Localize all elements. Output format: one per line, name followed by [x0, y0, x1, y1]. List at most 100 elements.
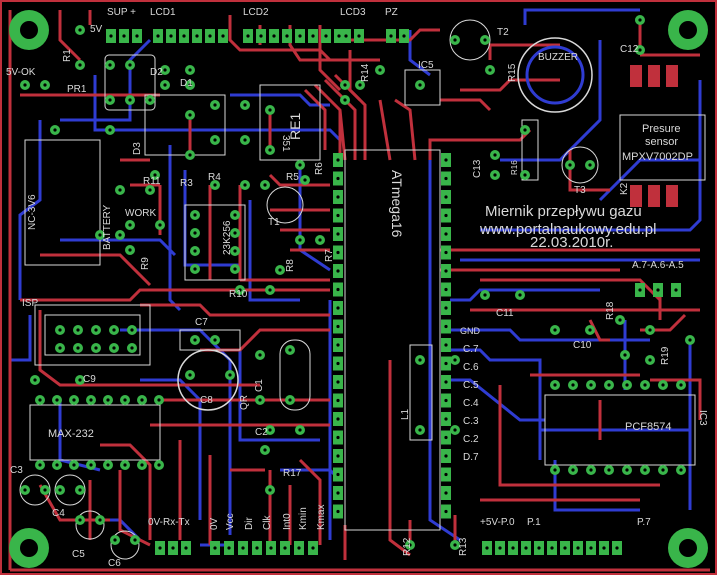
atmega-pin-pad-drill	[444, 232, 448, 236]
lcd2-connector-pad-drill	[259, 34, 263, 38]
component-pad-drill	[588, 328, 592, 332]
component-pad-drill	[343, 83, 347, 87]
port-connector-pad-drill	[511, 546, 515, 550]
component-pad-drill	[518, 293, 522, 297]
sram-pin-pad-drill	[193, 213, 197, 217]
atmega-pin-pad-drill	[336, 435, 340, 440]
pcf-pin-pad-drill	[553, 383, 557, 387]
atmega-pin-pad-drill	[336, 250, 340, 255]
label-r10: R10	[229, 289, 248, 300]
component-pad-drill	[58, 488, 62, 492]
atmega-pin-pad-drill	[336, 509, 340, 514]
component-pad-drill	[268, 148, 272, 152]
isp-pad-drill	[76, 346, 80, 350]
pads	[20, 15, 695, 555]
c8-body	[177, 349, 239, 411]
label-a-pins: A.7-A.6-A.5	[632, 260, 684, 271]
atmega-pin-pad-drill	[336, 232, 340, 236]
sram-pin-pad-drill	[193, 249, 197, 253]
label-l1: L1	[400, 408, 411, 420]
label-c13: C13	[472, 159, 483, 178]
label-kmin: Kmin	[298, 507, 309, 530]
lcd2-connector-pad-drill	[285, 34, 289, 38]
atmega-pin-pad-drill	[336, 306, 340, 310]
atmega-pin-pad-drill	[444, 324, 448, 329]
component-pad-drill	[188, 113, 192, 117]
component-pad-drill	[188, 373, 192, 377]
label-max232: MAX-232	[48, 428, 94, 440]
isp-pad-drill	[112, 346, 116, 350]
component-pad-drill	[128, 98, 132, 102]
component-pad-drill	[568, 163, 572, 167]
atmega-pin-pad-drill	[444, 306, 448, 310]
component-pad-drill	[78, 518, 82, 522]
component-pad-drill	[53, 128, 57, 132]
lcd3-connector-pad-drill	[344, 34, 348, 38]
lcd2-connector-pad-drill	[311, 34, 315, 38]
component-pad-drill	[163, 83, 167, 87]
port-label-c6: C.6	[463, 362, 479, 373]
label-ic5: IC5	[418, 60, 434, 71]
pcf-pin-pad-drill	[571, 383, 575, 387]
sram-pin-pad-drill	[233, 213, 237, 217]
title-line-2: www.portalnaukowy.edu.pl	[479, 221, 656, 238]
label-ic3: IC3	[697, 410, 708, 426]
atmega-pin-pad-drill	[336, 491, 340, 495]
title-line-1: Miernik przepływu gazu	[485, 203, 642, 220]
label-lcd1: LCD1	[150, 7, 176, 18]
atmega-pin-pad-drill	[444, 213, 448, 218]
signal-connector-pad-drill	[269, 546, 273, 550]
pcf-pin-pad-drill	[661, 468, 665, 472]
component-pad-drill	[483, 293, 487, 297]
atmega-pin-pad-drill	[444, 287, 448, 292]
component-pad-drill	[78, 488, 82, 492]
component-pad-drill	[648, 328, 652, 332]
label-work: WORK	[125, 208, 156, 219]
isp-pad-drill	[130, 346, 134, 350]
atmega-pin-pad-drill	[336, 176, 340, 181]
pcf-pin-pad-drill	[589, 383, 593, 387]
component-pad-drill	[618, 318, 622, 322]
label-r17: R17	[283, 468, 302, 479]
pcf-pin-pad-drill	[589, 468, 593, 472]
atmega-pin-pad-drill	[444, 509, 448, 514]
label-5v: 5V	[90, 24, 103, 35]
component-pad-drill	[98, 233, 102, 237]
max232-pin-pad-drill	[89, 398, 93, 402]
max232-pin-pad-drill	[123, 398, 127, 402]
component-pad-drill	[298, 163, 302, 167]
max232-pin-pad-drill	[157, 398, 161, 402]
component-pad-drill	[23, 83, 27, 87]
component-pad-drill	[268, 108, 272, 112]
sup-connector-pad-drill	[109, 34, 113, 38]
atmega-pin-pad-drill	[444, 361, 448, 366]
uart-connector-pad-drill	[171, 546, 175, 550]
pcf-pin-pad-drill	[679, 383, 683, 387]
max232-pin-pad-drill	[89, 463, 93, 467]
label-r1: R1	[62, 49, 73, 62]
label-c8: C8	[200, 395, 213, 406]
component-pad-drill	[453, 38, 457, 42]
component-pad-drill	[493, 173, 497, 177]
pcf-pin-pad-drill	[553, 468, 557, 472]
atmega-pin-pad-drill	[444, 158, 448, 162]
max232-pin-pad-drill	[123, 463, 127, 467]
signal-connector-pad-drill	[241, 546, 245, 550]
label-r11: R11	[143, 176, 161, 187]
isp-pad-drill	[112, 328, 116, 332]
label-sup: SUP +	[107, 7, 136, 18]
label-c5: C5	[72, 549, 85, 560]
component-pad-drill	[113, 538, 117, 542]
label-c4: C4	[52, 508, 65, 519]
label-r8: R8	[285, 259, 296, 272]
port-label-c7: C.7	[463, 344, 479, 355]
label-qr: QR	[239, 395, 250, 410]
component-pad-drill	[188, 83, 192, 87]
label-battery: BATTERY	[102, 204, 113, 250]
component-pad-drill	[483, 38, 487, 42]
lcd2-connector-pad-drill	[298, 34, 302, 38]
label-int0: Int0	[282, 513, 293, 530]
atmega-pin-pad-drill	[336, 324, 340, 329]
component-pad-drill	[23, 488, 27, 492]
pz-connector-pad-drill	[402, 34, 406, 38]
